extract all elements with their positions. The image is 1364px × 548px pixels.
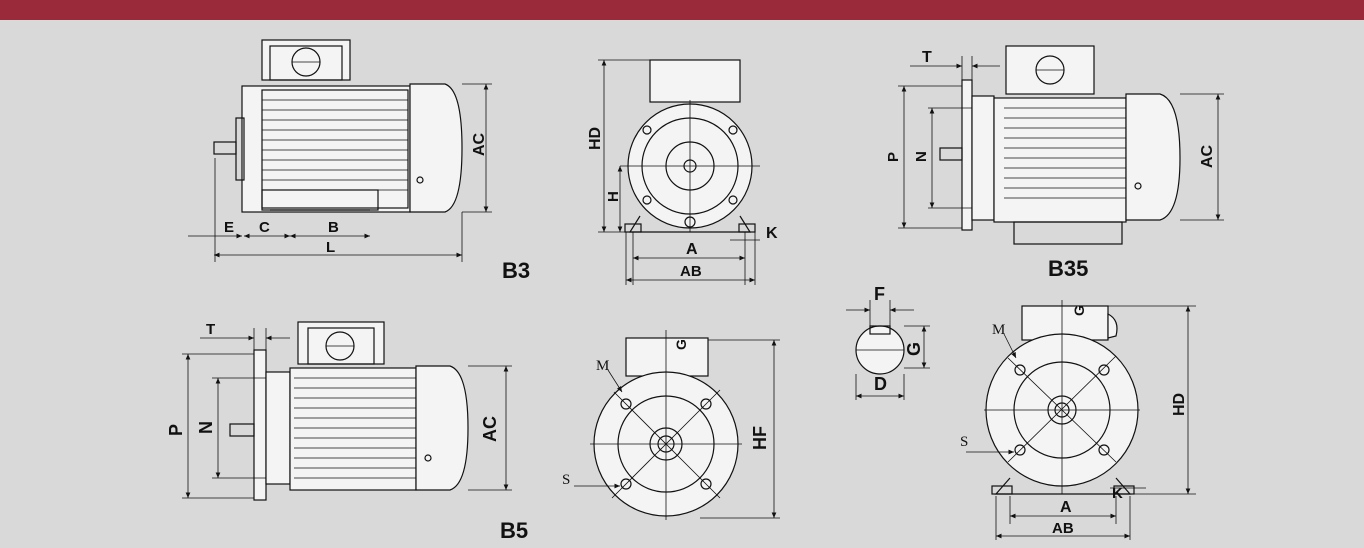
label-ac-b5: AC xyxy=(480,416,500,442)
label-ac-b3: AC xyxy=(471,132,488,156)
label-hd-b35: HD xyxy=(1171,393,1188,416)
label-n-b35: N xyxy=(913,151,930,162)
label-ab-front: AB xyxy=(680,263,702,280)
label-l: L xyxy=(326,239,335,256)
label-m-b35: M xyxy=(992,322,1005,338)
label-s-b5: S xyxy=(562,472,570,488)
label-ab-b35: AB xyxy=(1052,520,1074,537)
label-e: E xyxy=(224,219,234,236)
view-b35-side: T P N AC B35 xyxy=(885,45,1224,281)
label-a-front: A xyxy=(686,241,698,258)
label-hf: HF xyxy=(750,426,770,450)
label-k-b35: K xyxy=(1112,485,1123,502)
label-k-front: K xyxy=(766,225,778,242)
label-p-b5: P xyxy=(166,424,186,436)
label-hd-front: HD xyxy=(587,127,604,150)
label-t-b35: T xyxy=(922,49,932,66)
label-s-b35: S xyxy=(960,434,968,450)
view-b5-flange: M S G HF xyxy=(562,330,780,520)
caption-b3: B3 xyxy=(502,258,530,283)
label-g-b35: G xyxy=(1071,305,1087,316)
header-bar xyxy=(0,0,1364,20)
view-shaft-section: F G D xyxy=(846,284,930,400)
caption-b5: B5 xyxy=(500,518,528,543)
view-b35-front: M S G HD A AB K xyxy=(960,300,1196,540)
label-h: H xyxy=(605,191,622,202)
label-c: C xyxy=(259,219,270,236)
label-g-b5: G xyxy=(673,339,689,350)
label-d: D xyxy=(874,374,887,394)
view-b3-front: HD H A AB K xyxy=(587,59,778,285)
caption-b35: B35 xyxy=(1048,256,1088,281)
label-p-b35: P xyxy=(885,152,902,162)
label-m-b5: M xyxy=(596,358,609,374)
label-ac-b35: AC xyxy=(1199,144,1216,168)
label-n-b5: N xyxy=(196,421,216,434)
label-b: B xyxy=(328,219,339,236)
label-g-shaft: G xyxy=(904,342,924,356)
label-a-b35: A xyxy=(1060,499,1072,516)
view-b5-side: T P N AC B5 xyxy=(166,321,528,543)
label-f: F xyxy=(874,284,885,304)
view-b3-side: E C B L AC B3 xyxy=(188,39,530,283)
label-t-b5: T xyxy=(206,321,215,338)
